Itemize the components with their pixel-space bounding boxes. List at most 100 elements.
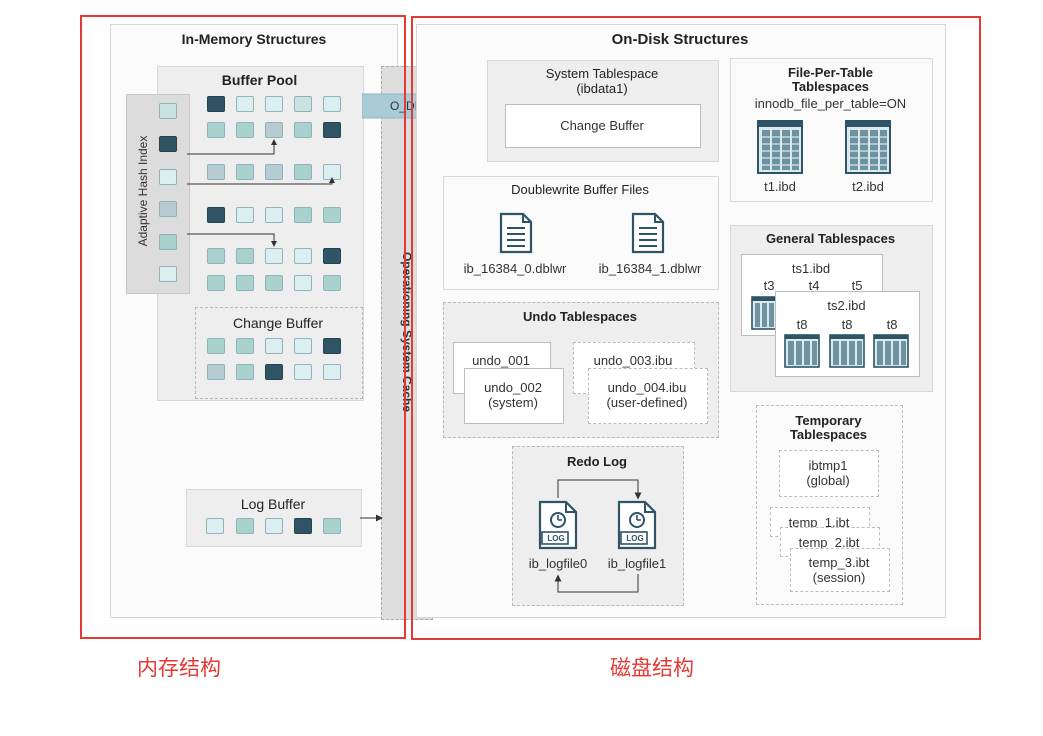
table-file-icon [829,334,865,368]
ibtmp1-label-1: ibtmp1 [808,458,848,473]
page-cell [265,338,283,354]
page-cell [294,122,312,138]
log-cell [323,518,341,534]
page-cell [265,164,283,180]
redo-cycle-arrows [554,479,642,593]
page-cell [236,248,254,264]
page-cell [207,122,225,138]
file-per-table-title-1: File-Per-Table [787,65,873,80]
page-cell [207,275,225,291]
page-cell [294,96,312,112]
disk-highlight-frame [411,16,981,640]
ts1-table-label: t5 [851,278,863,293]
on-disk-title: On-Disk Structures [611,31,749,48]
page-cell [265,275,283,291]
log-cell [265,518,283,534]
temp-3-label-1: temp_3.ibt [808,555,870,570]
memory-caption: 内存结构 [137,657,221,680]
logfile-1-label: ib_logfile1 [607,556,667,571]
page-cell [294,207,312,223]
buffer-pool-title: Buffer Pool [221,72,298,88]
page-cell [294,164,312,180]
ts2-table-label: t8 [886,317,898,332]
page-cell [207,164,225,180]
page-cell [236,275,254,291]
temp-3-label-2: (session) [812,570,866,585]
temporary-title-1: Temporary [795,413,862,428]
hash-cell [159,169,177,185]
page-cell [236,207,254,223]
undo-002-label-1: undo_002 [484,380,542,395]
undo-001-label: undo_001 [472,353,530,368]
doublewrite-buffer-files [443,176,719,290]
page-cell [207,338,225,354]
table-file-icon [757,120,803,174]
page-cell [236,364,254,380]
table-file-icon [751,296,777,330]
temporary-title-2: Tablespaces [789,427,868,442]
page-cell [294,364,312,380]
log-cell [206,518,224,534]
page-cell [323,96,341,112]
page-cell [265,364,283,380]
temp-2-label: temp_2.ibt [798,535,860,550]
hash-pointers [187,139,335,247]
table-file-icon [845,120,891,174]
ibtmp1-label-2: (global) [806,473,850,488]
logfile-0-label: ib_logfile0 [528,556,588,571]
page-cell [323,207,341,223]
system-tablespace-title: System Tablespace [545,66,659,81]
page-cell [294,275,312,291]
page-cell [323,122,341,138]
page-cell [265,122,283,138]
undo-tablespaces-title: Undo Tablespaces [523,309,637,324]
page-cell [236,96,254,112]
page-cell [294,338,312,354]
redo-log-title: Redo Log [567,454,627,469]
system-change-buffer-label: Change Buffer [560,118,644,133]
hash-cell [159,201,177,217]
page-cell [265,207,283,223]
page-cell [323,248,341,264]
t2-file-label: t2.ibd [852,179,884,194]
adaptive-hash-index [126,94,190,294]
ts1-table-label: t4 [808,278,820,293]
file-per-table-setting: innodb_file_per_table=ON [754,96,907,111]
undo-004-label-2: (user-defined) [606,395,688,410]
dblwr-file-1: ib_16384_1.dblwr [598,261,702,276]
general-tablespaces-title: General Tablespaces [765,231,896,246]
log-buffer-title: Log Buffer [240,496,306,512]
table-file-icon [873,334,909,368]
ts2-table-label: t8 [841,317,853,332]
page-cell [207,96,225,112]
page-cell [265,96,283,112]
dblwr-file-0: ib_16384_0.dblwr [463,261,567,276]
ibtmp1 [779,450,879,497]
undo-003-label: undo_003.ibu [593,353,673,368]
page-cell [236,122,254,138]
temp-3 [790,548,890,592]
page-cell [207,248,225,264]
table-file-icon [784,334,820,368]
ts1-label: ts1.ibd [791,261,831,276]
log-file-icon [617,500,657,550]
temp-1-label: temp_1.ibt [788,515,850,530]
ts2-label: ts2.ibd [827,298,866,313]
undo-004-label-1: undo_004.ibu [607,380,687,395]
memory-highlight-frame [80,15,406,639]
hash-cell [159,234,177,250]
undo-004 [588,368,708,424]
ts1-table-label: t3 [763,278,775,293]
in-memory-title: In-Memory Structures [181,31,327,47]
page-cell [236,164,254,180]
page-cell [323,338,341,354]
file-per-table-title-2: Tablespaces [791,79,870,94]
hash-cell [159,266,177,282]
document-icon [631,212,665,254]
page-cell [236,338,254,354]
memory-change-buffer-title: Change Buffer [232,315,324,331]
log-file-icon [538,500,578,550]
document-icon [499,212,533,254]
page-cell [294,248,312,264]
undo-002-label-2: (system) [488,395,538,410]
